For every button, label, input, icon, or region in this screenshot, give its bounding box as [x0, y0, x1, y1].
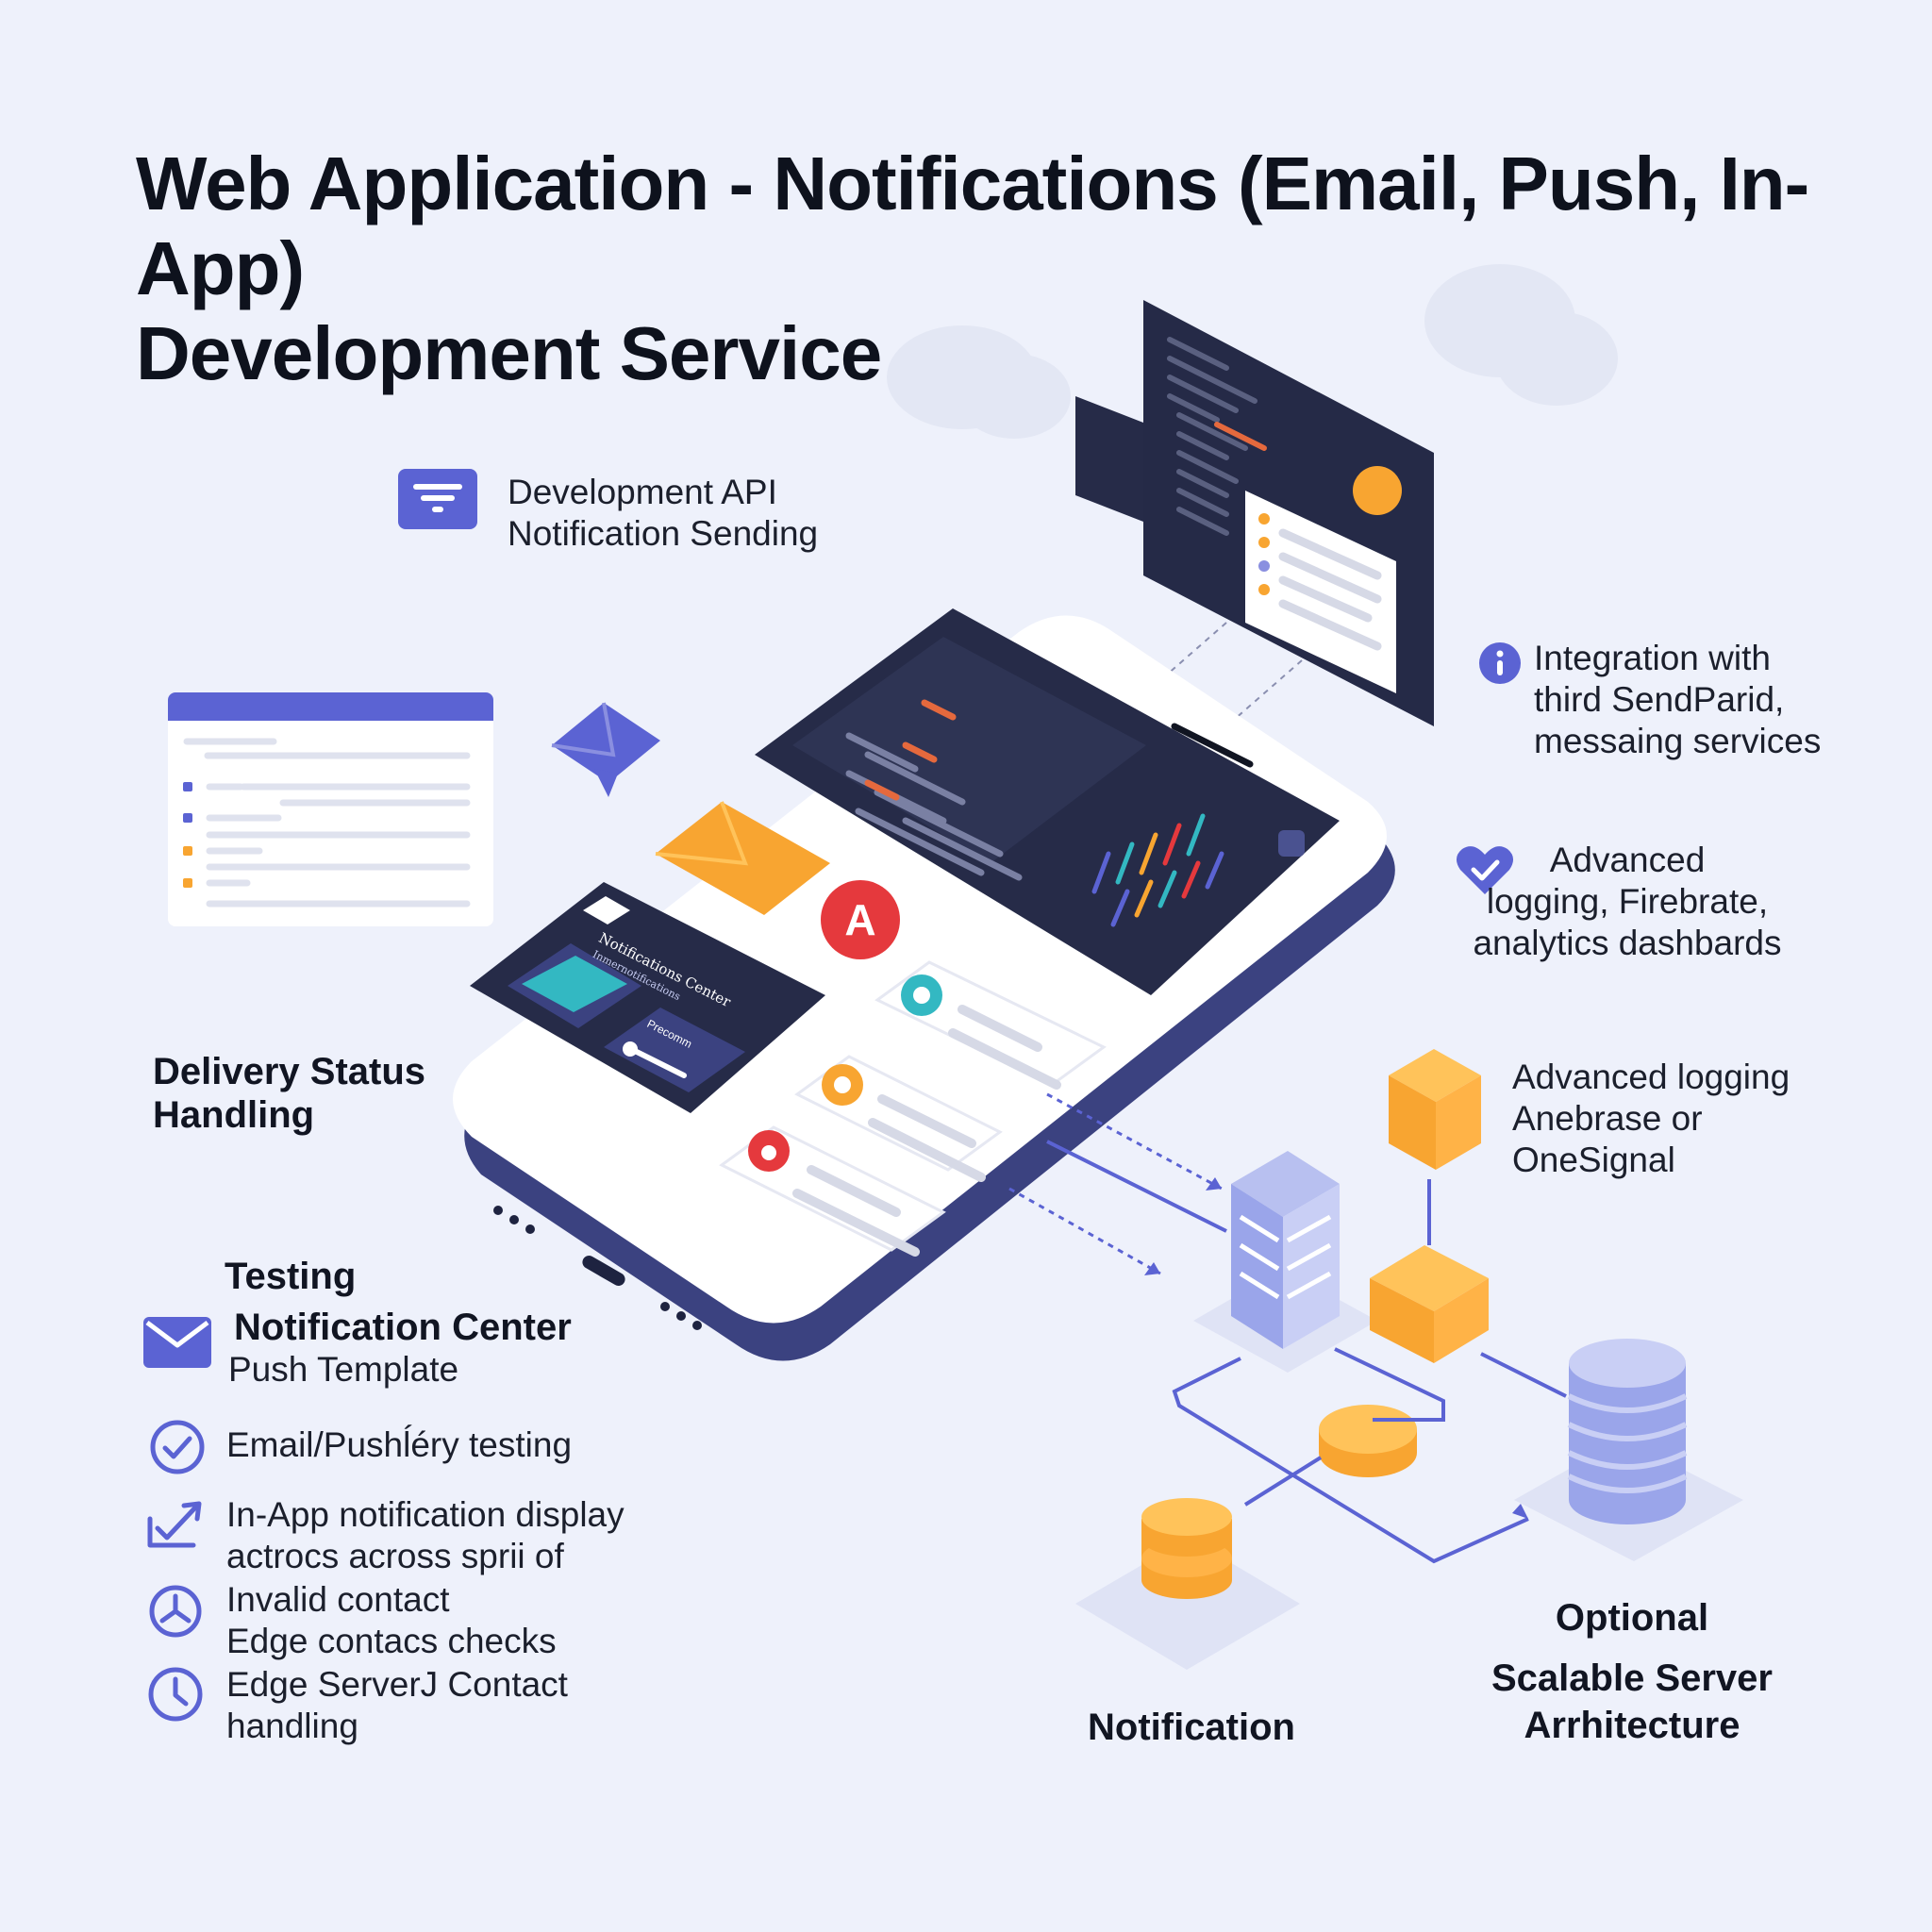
optional-line-3: Arrhitecture	[1524, 1705, 1740, 1746]
integration-callout: Integration with third SendParid, messai…	[1534, 638, 1821, 762]
notification-center-card	[470, 882, 825, 1113]
checklist-item-1: Email/Pushĺéry testing	[226, 1424, 572, 1466]
checklist-item-3: Invalid contact Edge contacs checks	[226, 1579, 557, 1662]
page-title: Web Application - Notifications (Email, …	[136, 142, 1853, 396]
alert-badge	[821, 880, 900, 959]
api-callout: Development API Notification Sending	[508, 472, 818, 555]
push-template-label: Push Template	[228, 1350, 459, 1389]
checklist-item-4-line-1: Edge ServerJ Contact	[226, 1665, 568, 1704]
notification-center-heading: Notification Center	[234, 1307, 572, 1348]
delivery-status-line-2: Handling	[153, 1094, 315, 1136]
integration-line-2: third SendParid,	[1534, 680, 1785, 719]
optional-line-1: Optional	[1555, 1597, 1709, 1639]
checklist-item-3-line-2: Edge contacs checks	[226, 1622, 557, 1660]
logging2-callout: Advanced logging Anebrase or OneSignal	[1512, 1057, 1790, 1181]
checklist-item-3-line-1: Invalid contact	[226, 1580, 450, 1619]
check-circle-icon	[149, 1419, 206, 1475]
timer-icon	[147, 1581, 204, 1638]
logging-line-1: Advanced	[1549, 841, 1706, 879]
optional-architecture-label: Optional Scalable Server Arrhitecture	[1472, 1594, 1792, 1749]
logging-line-2: logging, Firebrate,	[1486, 882, 1769, 921]
filter-panel-icon	[398, 469, 477, 529]
checklist-item-2-line-1: In-App notification display	[226, 1495, 625, 1534]
trend-check-icon	[146, 1498, 205, 1549]
browser-window	[168, 692, 493, 926]
title-line-2: Development Service	[136, 311, 882, 395]
mail-icon	[143, 1317, 211, 1368]
checklist-item-2: In-App notification display actrocs acro…	[226, 1494, 625, 1577]
heart-check-icon	[1456, 843, 1514, 896]
checklist-item-4: Edge ServerJ Contact handling	[226, 1664, 568, 1747]
info-icon	[1479, 642, 1521, 684]
checklist-item-1-line-1: Email/Pushĺéry testing	[226, 1425, 573, 1464]
server-architecture	[1008, 1049, 1743, 1670]
logging2-line-2: Anebrase or	[1512, 1099, 1703, 1138]
cloud-icon	[887, 264, 1618, 439]
testing-heading: Testing	[225, 1256, 357, 1297]
api-callout-line-1: Development API	[508, 473, 777, 511]
notification-label: Notification	[1088, 1707, 1295, 1748]
logging2-line-3: OneSignal	[1512, 1141, 1675, 1179]
delivery-status-line-1: Delivery Status	[153, 1051, 426, 1092]
email-envelope-icon	[551, 702, 830, 915]
code-editor-panel	[1074, 300, 1434, 793]
optional-line-2: Scalable Server	[1491, 1657, 1773, 1699]
logging2-line-1: Advanced logging	[1512, 1058, 1790, 1096]
checklist-item-2-line-2: actrocs across sprii of	[226, 1537, 564, 1575]
title-line-1: Web Application - Notifications (Email, …	[136, 142, 1809, 310]
smartphone-illustration	[453, 608, 1395, 1361]
delivery-status-heading: Delivery Status Handling	[153, 1050, 425, 1137]
integration-line-1: Integration with	[1534, 639, 1771, 677]
checklist-item-4-line-2: handling	[226, 1707, 358, 1745]
logging-callout: Advanced logging, Firebrate, analytics d…	[1467, 840, 1788, 964]
api-callout-line-2: Notification Sending	[508, 514, 819, 553]
clock-icon	[147, 1666, 204, 1723]
alert-badge-letter: A	[844, 895, 876, 944]
integration-line-3: messaing services	[1534, 722, 1822, 760]
logging-line-3: analytics dashbards	[1473, 924, 1782, 962]
